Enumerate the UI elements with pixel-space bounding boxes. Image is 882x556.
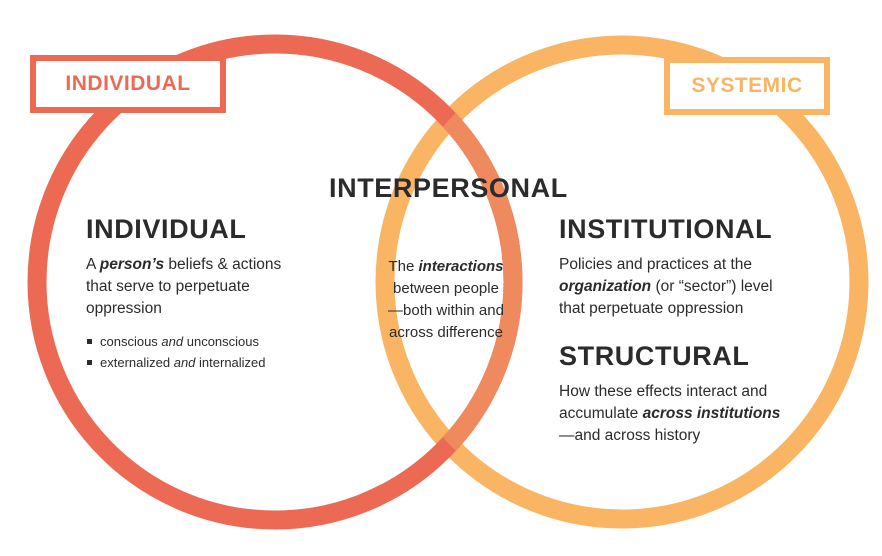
text-line: organization (or “sector”) level — [559, 276, 839, 298]
bullet-item: conscious and unconscious — [86, 331, 266, 352]
text-line: oppression — [86, 298, 336, 320]
text-line: that perpetuate oppression — [559, 298, 839, 320]
text-line: accumulate across institutions — [559, 403, 839, 425]
text-run: interactions — [418, 258, 504, 275]
text-line: How these effects interact and — [559, 381, 839, 403]
text-line: Policies and practices at the — [559, 254, 839, 276]
institutional-heading: INSTITUTIONAL — [559, 214, 773, 244]
individual-heading: INDIVIDUAL — [86, 214, 247, 244]
bullet-item: externalized and internalized — [86, 352, 266, 373]
text-line: The interactions — [370, 256, 522, 278]
text-run: —both within and — [388, 302, 504, 319]
interpersonal-description: The interactions between people —both with… — [370, 256, 522, 344]
text-run: Policies and practices at the — [559, 256, 752, 273]
text-line: A person’s beliefs & actions — [86, 254, 336, 276]
interpersonal-heading: INTERPERSONAL — [329, 173, 568, 203]
institutional-description: Policies and practices at the organizatio… — [559, 254, 839, 320]
individual-label-box: INDIVIDUAL — [30, 55, 226, 113]
text-run: —and across history — [559, 427, 701, 444]
text-run: organization — [559, 278, 652, 295]
text-line: across difference — [370, 322, 522, 344]
individual-description: A person’s beliefs & actions that serve t… — [86, 254, 336, 320]
structural-heading: STRUCTURAL — [559, 341, 750, 371]
text-run: (or “sector”) level — [651, 278, 773, 295]
text-run: A — [86, 256, 100, 273]
text-run: The — [388, 258, 419, 275]
text-run: internalized — [195, 355, 266, 370]
text-run: unconscious — [183, 334, 260, 349]
text-run: conscious — [100, 334, 162, 349]
text-line: —and across history — [559, 425, 839, 447]
text-run: and — [173, 355, 196, 370]
text-line: between people — [370, 278, 522, 300]
text-run: that perpetuate oppression — [559, 300, 744, 317]
systemic-label-box: SYSTEMIC — [664, 57, 830, 115]
text-run: person’s — [99, 256, 165, 273]
structural-description: How these effects interact and accumulate… — [559, 381, 839, 447]
text-run: across institutions — [642, 405, 781, 422]
text-run: externalized — [100, 355, 174, 370]
text-run: How these effects interact and — [559, 383, 768, 400]
text-run: beliefs & actions — [164, 256, 282, 273]
overlap-arc — [385, 45, 523, 519]
systemic-circle — [375, 35, 869, 529]
text-run: between people — [393, 280, 499, 297]
text-run: accumulate — [559, 405, 643, 422]
text-line: —both within and — [370, 300, 522, 322]
text-run: that serve to perpetuate — [86, 278, 250, 295]
text-run: across difference — [389, 324, 503, 341]
text-line: that serve to perpetuate — [86, 276, 336, 298]
text-run: oppression — [86, 300, 162, 317]
text-run: and — [161, 334, 184, 349]
